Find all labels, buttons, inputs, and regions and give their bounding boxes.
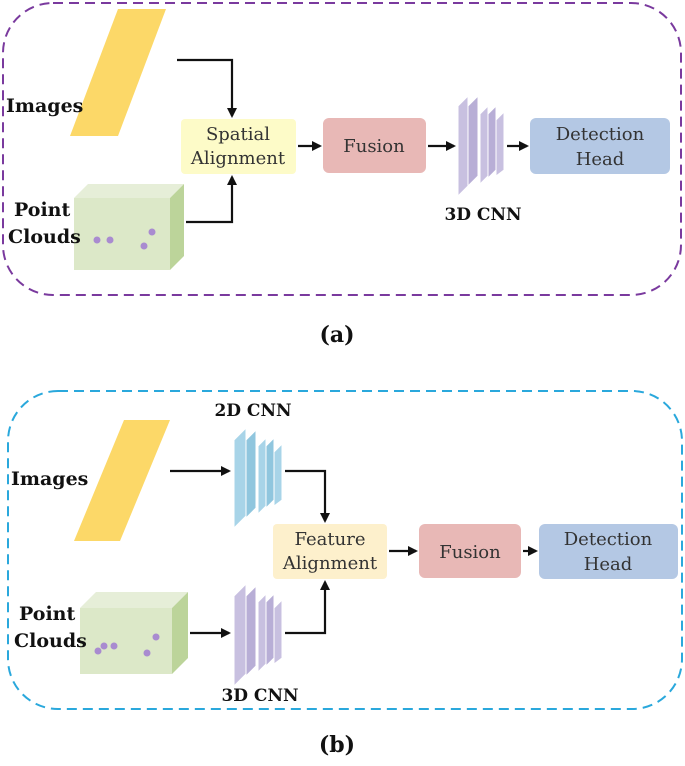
caption-b: (b) [319,732,355,758]
detection-head-box [539,524,678,579]
detection-text-2: Head [576,149,625,170]
point-label: Point [14,199,70,221]
arrow-3dcnn-to-alignment [285,580,330,635]
panel-b-border [7,390,683,710]
fusion-box [419,524,521,578]
panel-b: Images Point Clouds 2D CNN [7,390,683,758]
clouds-label: Clouds [8,226,81,248]
cnn-2d-label: 2D CNN [214,401,291,421]
feature-alignment-box [273,524,387,579]
cnn-3d-label: 3D CNN [221,686,298,706]
point-cloud-cube-icon [74,184,184,270]
spatial-alignment-text-1: Spatial [206,124,270,145]
feature-alignment-text-1: Feature [295,529,366,550]
cnn-3d-label: 3D CNN [444,205,521,225]
detection-text-1: Detection [564,529,653,550]
fusion-text: Fusion [439,542,501,563]
clouds-label: Clouds [14,630,87,652]
cnn-3d-icon [233,582,283,688]
arrow-2dcnn-to-alignment [285,469,330,523]
cnn-3d-icon [457,94,505,198]
image-plane-icon [74,420,170,541]
spatial-alignment-box [181,119,296,174]
feature-alignment-text-2: Alignment [282,553,378,574]
fusion-text: Fusion [343,136,405,157]
arrow-images-to-alignment [177,58,237,118]
panel-a-border [2,2,682,296]
cnn-2d-icon [233,426,283,530]
detection-text-1: Detection [556,124,645,145]
spatial-alignment-text-2: Alignment [190,148,286,169]
images-label: Images [11,468,88,490]
point-label: Point [19,603,75,625]
images-label: Images [6,95,83,117]
fusion-box [323,118,426,173]
caption-a: (a) [319,322,354,348]
arrow-pointcloud-to-alignment [186,175,237,224]
detection-text-2: Head [584,554,633,575]
detection-head-box [530,118,670,174]
point-cloud-cube-icon [80,592,188,674]
image-plane-icon [70,9,166,136]
panel-a: Images Point Clouds Spatial Alignment Fu… [2,2,682,348]
